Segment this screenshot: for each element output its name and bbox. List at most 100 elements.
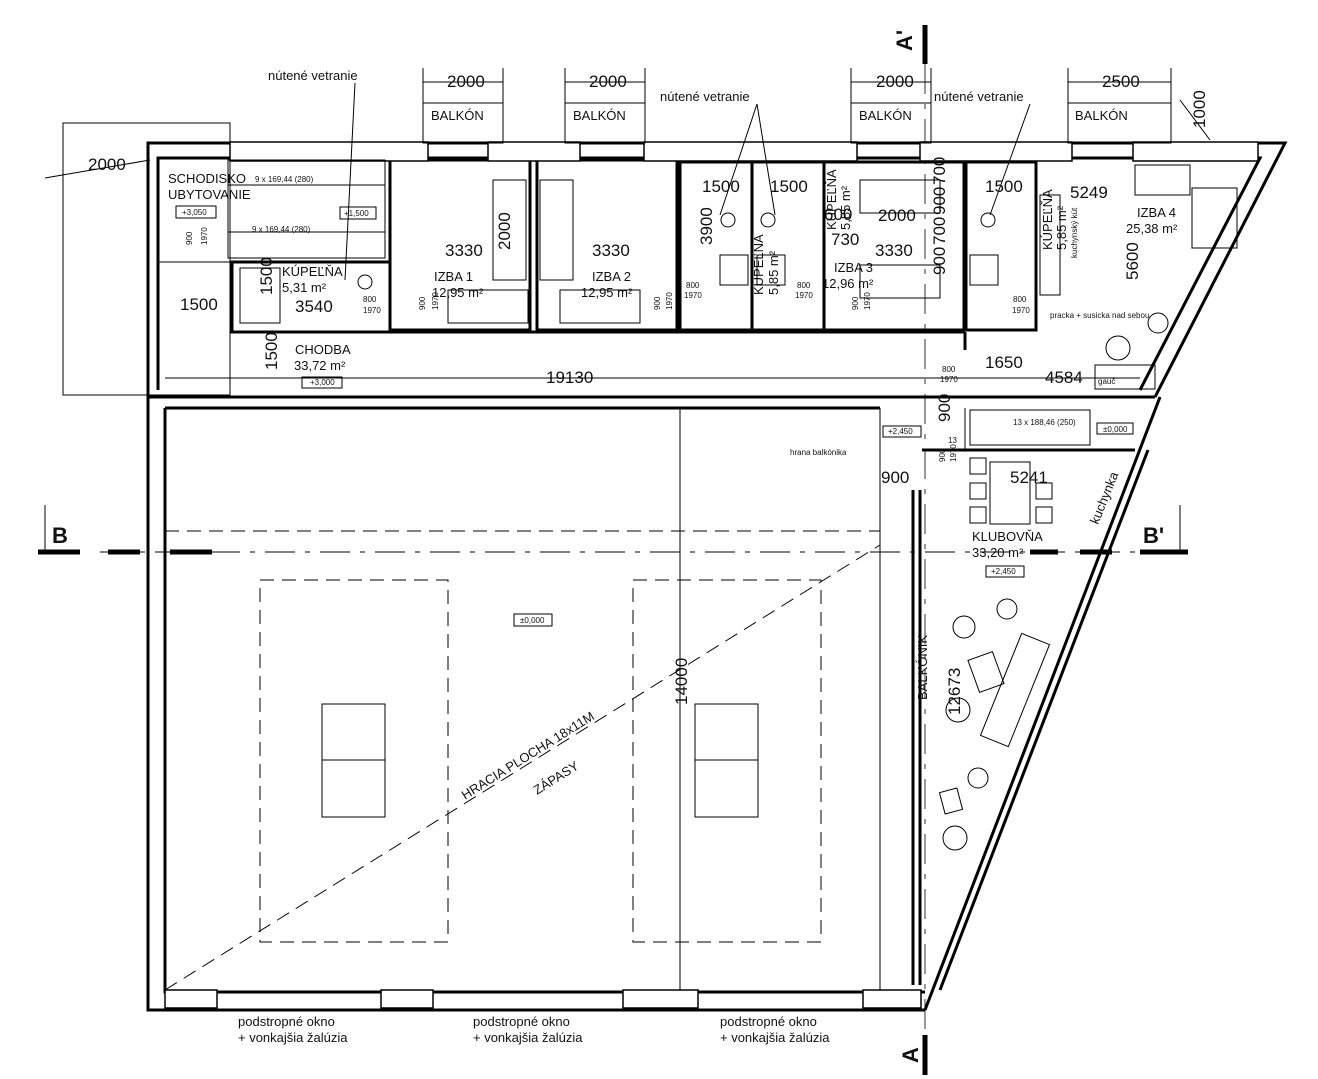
window-label: podstropné okno (238, 1014, 335, 1029)
laundry-note: pracka + susicka nad sebou (1050, 311, 1149, 320)
section-b-right-label: B' (1143, 523, 1164, 548)
dim-700a: 700 (930, 157, 949, 185)
dim-balcony: 2000 (589, 72, 627, 91)
kitchen-corner: kuchynský kút (1070, 207, 1079, 258)
dim-club-w: 5241 (1010, 468, 1048, 487)
window-label: podstropné okno (720, 1014, 817, 1029)
stair-name: SCHODISKO (168, 171, 246, 186)
door-tags: 900 1970 800 1970 900 1970 900 1970 800 … (185, 227, 1030, 384)
dim-hall-h: 14000 (672, 658, 691, 705)
ventilation-label: nútené vetranie (934, 89, 1024, 104)
balcony-label: BALKÓN (1075, 108, 1128, 123)
window-label-2: + vonkajšia žalúzia (720, 1030, 830, 1045)
svg-text:1970: 1970 (940, 375, 958, 384)
window-label-2: + vonkajšia žalúzia (238, 1030, 348, 1045)
section-b-right: B' (1140, 505, 1188, 555)
bath2-area: 5,85 m² (766, 250, 781, 295)
svg-text:800: 800 (1013, 295, 1027, 304)
playing-court: ±0,000 HRACIA PLOCHA 18x11M ZÁPASY 14000 (164, 408, 881, 991)
dim-balcony: 2500 (1102, 72, 1140, 91)
stair-level-2: +1,500 (344, 209, 369, 218)
svg-text:900: 900 (653, 296, 662, 310)
bath2-name: KÚPEĽŇA (751, 234, 766, 295)
svg-text:1970: 1970 (200, 227, 209, 245)
dim-corridor-w: 1500 (180, 295, 218, 314)
dim-izba1-h: 2000 (495, 212, 514, 250)
hall-walls (146, 395, 1162, 1012)
bath4-area: 5,85 m² (1054, 205, 1069, 250)
window-notes: podstropné okno + vonkajšia žalúzia pods… (238, 1014, 830, 1045)
dim-bath2-h: 3900 (697, 207, 716, 245)
gallery-level: +2,450 (888, 427, 913, 436)
dim-700b: 700 (930, 217, 949, 245)
dim-balcony: 2000 (447, 72, 485, 91)
izba3-area: 12,96 m² (822, 276, 874, 291)
bath4-name: KÚPEĽŇA (1040, 189, 1055, 250)
court-name: HRACIA PLOCHA 18x11M (459, 708, 597, 802)
izba2-area: 12,95 m² (581, 285, 633, 300)
dim-900d: 900 (935, 394, 954, 422)
dim-1000: 1000 (1190, 90, 1209, 128)
svg-text:1970: 1970 (863, 292, 872, 310)
upper-fixtures (239, 164, 1238, 324)
balcony-label: BALKÓN (431, 108, 484, 123)
section-a-top-label: A' (892, 30, 917, 51)
bath3-name: KÚPEĽŇA (824, 169, 839, 230)
balcony-label: BALKÓN (859, 108, 912, 123)
dim-corridor-h: 1500 (262, 332, 281, 370)
svg-text:900: 900 (185, 231, 194, 245)
svg-text:800: 800 (942, 365, 956, 374)
ventilation-label: nútené vetranie (268, 68, 358, 83)
izba4-name: IZBA 4 (1137, 205, 1176, 220)
svg-text:1970: 1970 (431, 292, 440, 310)
stair-name-2: UBYTOVANIE (168, 187, 251, 202)
upper-floor-walls (146, 141, 1288, 399)
dim-4584: 4584 (1045, 368, 1083, 387)
svg-text:1970: 1970 (1012, 306, 1030, 315)
izba2-name: IZBA 2 (592, 269, 631, 284)
window-label: podstropné okno (473, 1014, 570, 1029)
izba4-area: 25,38 m² (1126, 221, 1178, 236)
corridor-name: CHODBA (295, 342, 351, 357)
kitchenette-label: kuchynka (1087, 469, 1122, 526)
dim-izba3-w: 3330 (875, 241, 913, 260)
svg-text:1970: 1970 (795, 291, 813, 300)
stair-level: +3,050 (182, 208, 207, 217)
dim-bath4-w: 1500 (985, 177, 1023, 196)
section-b-left: B (38, 505, 80, 555)
stair-run-1: 9 x 169,44 (280) (255, 175, 314, 184)
svg-text:1970: 1970 (684, 291, 702, 300)
stair-upper: 9 x 169,44 (280) 9 x 169,44 (280) SCHODI… (168, 159, 386, 259)
svg-text:1970: 1970 (363, 306, 381, 315)
court-level: ±0,000 (520, 616, 545, 625)
corridor-area: 33,72 m² (294, 358, 346, 373)
club-level: +2,450 (991, 567, 1016, 576)
club-name: KLUBOVŇA (972, 529, 1043, 544)
dim-bath2-w: 1500 (702, 177, 740, 196)
ventilation-label: nútené vetranie (660, 89, 750, 104)
dim-1650: 1650 (985, 353, 1023, 372)
bath1-name: KÚPEĽŇA (282, 264, 343, 279)
dim-izba4-w: 5249 (1070, 183, 1108, 202)
dim-600: 600 (824, 205, 852, 224)
court-sub: ZÁPASY (531, 758, 582, 798)
dim-bath1-h: 1500 (257, 257, 276, 295)
dim-730: 730 (831, 230, 859, 249)
dim-13: 13 (948, 436, 957, 445)
svg-text:1970: 1970 (949, 444, 958, 462)
dim-bath3-w: 1500 (770, 177, 808, 196)
bath1-area: 5,31 m² (282, 280, 327, 295)
izba3-name: IZBA 3 (834, 260, 873, 275)
window-label-2: + vonkajšia žalúzia (473, 1030, 583, 1045)
svg-text:900: 900 (851, 296, 860, 310)
balcony-label: BALKÓN (573, 108, 626, 123)
svg-text:1970: 1970 (665, 292, 674, 310)
svg-text:900: 900 (418, 296, 427, 310)
svg-text:800: 800 (363, 295, 377, 304)
izba1-name: IZBA 1 (434, 269, 473, 284)
gallery-label: BALKÓNIK (915, 635, 930, 700)
gallery-edge: hrana balkónika (790, 448, 847, 457)
club-area: 33,20 m² (972, 545, 1024, 560)
dim-izba4-h: 5600 (1123, 242, 1142, 280)
